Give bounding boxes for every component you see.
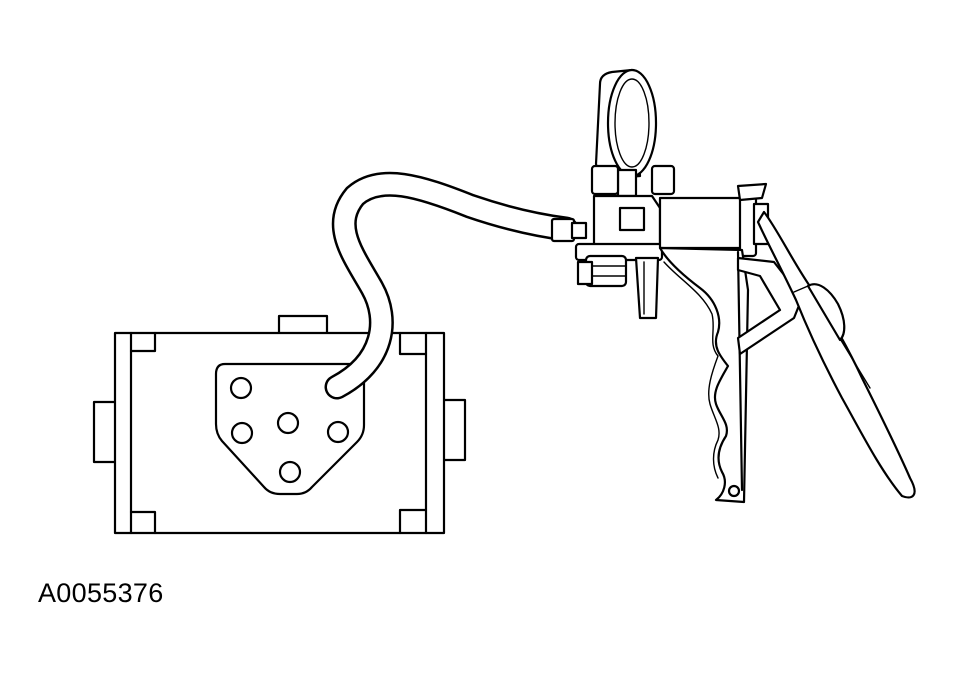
valve-nut-right: [650, 164, 676, 196]
hose-nipple: [570, 221, 588, 240]
plate-hole: [276, 411, 300, 435]
valve-nut-left: [590, 164, 620, 196]
barrel-cap-top: [736, 182, 768, 202]
trigger-lever: [756, 210, 916, 499]
component-block: [92, 314, 467, 535]
block-top-tab: [277, 314, 329, 336]
block-corner-top-left: [129, 331, 157, 353]
figure-id-label: A0055376: [38, 578, 164, 608]
grip-frame-line: [736, 250, 744, 492]
lower-fitting-cap: [576, 260, 594, 286]
block-corner-bottom-right: [398, 508, 428, 535]
vacuum-hose: [324, 171, 579, 400]
vacuum-pump: [550, 68, 916, 504]
plate-hole: [229, 376, 253, 400]
gauge-stem: [616, 168, 638, 198]
grip-pivot-pin: [727, 484, 741, 498]
block-left-tab: [92, 400, 118, 464]
plate-hole: [326, 420, 350, 444]
hose-fitting: [550, 217, 576, 243]
valve-port: [618, 206, 646, 232]
block-right-tab: [441, 398, 467, 462]
block-corner-top-right: [398, 331, 428, 356]
trigger-lever-guard: [806, 283, 846, 342]
valve-stem: [634, 256, 660, 320]
plate-hole: [278, 460, 302, 484]
pump-barrel: [658, 196, 750, 250]
plate-hole: [230, 421, 254, 445]
block-corner-bottom-left: [129, 510, 157, 535]
pistol-grip: [658, 246, 750, 504]
